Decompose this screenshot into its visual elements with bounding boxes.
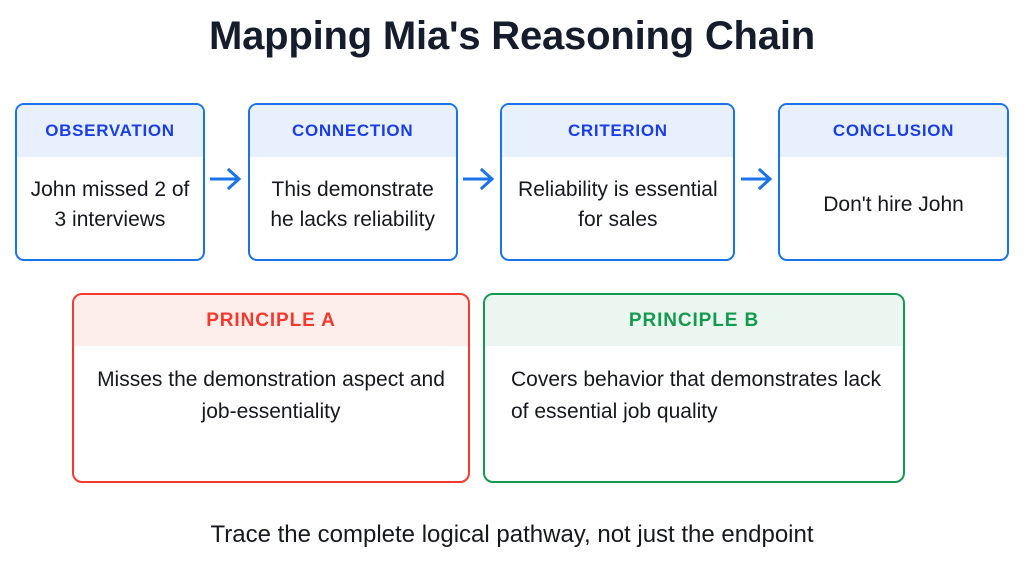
chain-step-observation: OBSERVATION John missed 2 of 3 interview… xyxy=(15,103,205,261)
arrow-right-icon xyxy=(458,103,501,261)
arrow-right-icon xyxy=(205,103,248,261)
chain-step-label: CRITERION xyxy=(502,105,734,157)
footer-note: Trace the complete logical pathway, not … xyxy=(210,521,814,548)
chain-step-text: Don't hire John xyxy=(823,193,964,217)
principle-b-text: Covers behavior that demonstrates lack o… xyxy=(511,368,882,423)
chain-step-label: OBSERVATION xyxy=(17,105,203,157)
chain-step-text: Reliability is essential for sales xyxy=(518,178,718,231)
chain-step-connection: CONNECTION This demonstrate he lacks rel… xyxy=(247,103,458,261)
chain-step-criterion: CRITERION Reliability is essential for s… xyxy=(500,103,736,261)
chain-step-text: This demonstrate he lacks reliability xyxy=(270,178,435,231)
chain-step-text: John missed 2 of 3 interviews xyxy=(30,178,190,231)
principle-b-label: PRINCIPLE B xyxy=(485,295,903,346)
page-title: Mapping Mia's Reasoning Chain xyxy=(209,14,815,58)
principles-row: PRINCIPLE A Misses the demonstration asp… xyxy=(72,293,905,483)
principle-a-card: PRINCIPLE A Misses the demonstration asp… xyxy=(72,293,470,483)
chain-step-conclusion: CONCLUSION Don't hire John xyxy=(778,103,1010,261)
arrow-right-icon xyxy=(735,103,778,261)
chain-step-label: CONCLUSION xyxy=(780,105,1008,157)
principle-a-label: PRINCIPLE A xyxy=(74,295,468,346)
reasoning-chain: OBSERVATION John missed 2 of 3 interview… xyxy=(15,103,1010,261)
principle-b-card: PRINCIPLE B Covers behavior that demonst… xyxy=(483,293,905,483)
principle-a-text: Misses the demonstration aspect and job-… xyxy=(97,368,445,423)
chain-step-label: CONNECTION xyxy=(249,105,456,157)
